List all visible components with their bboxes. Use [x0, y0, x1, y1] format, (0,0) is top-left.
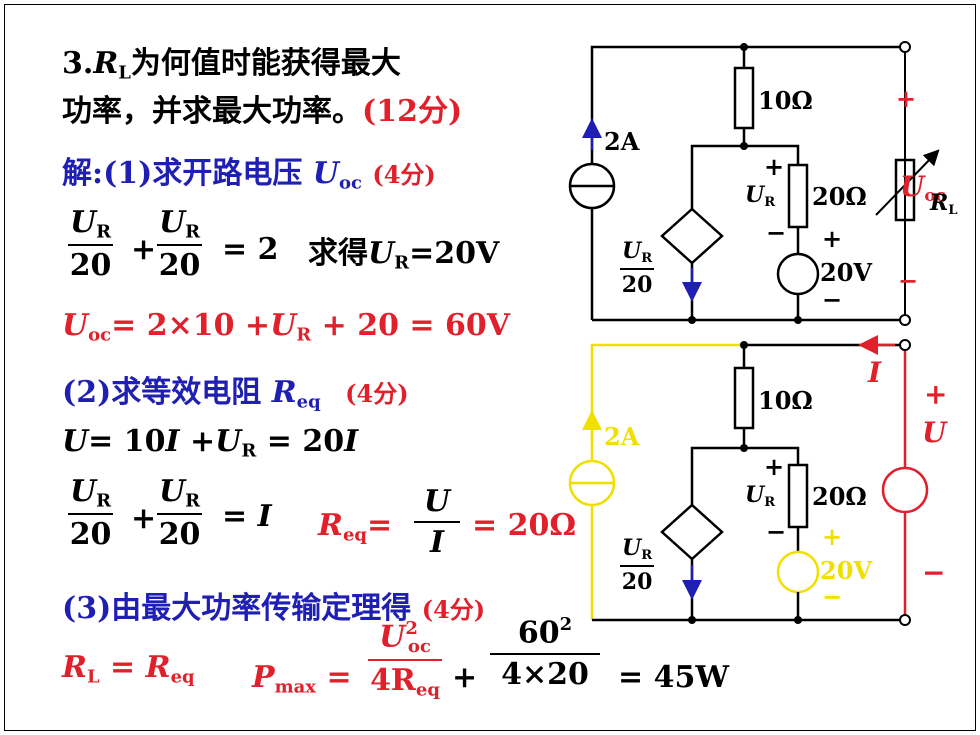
req-result: = 20Ω — [472, 508, 577, 543]
pmax-label: Pmax = — [252, 660, 352, 698]
equals-sign-3: + — [452, 660, 478, 695]
c2-resistor-20 — [787, 463, 809, 529]
step2-heading: (2)求等效电阻 Req (4分) — [62, 375, 409, 413]
c1-vs-label: 20V — [820, 258, 873, 287]
uoc-equation: Uoc= 2×10 +UR + 20 = 60V — [62, 308, 511, 346]
c2-voltage-source-off — [776, 550, 820, 594]
c2-vs-minus: − — [822, 582, 843, 611]
c2-ur-label: UR — [745, 482, 776, 510]
problem-points: (12分) — [362, 94, 463, 129]
ur-result: 求得UR=20V — [308, 236, 500, 274]
c2-current-label: 2A — [604, 422, 640, 451]
step1-heading: 解:(1)求开路电压 Uoc (4分) — [62, 156, 436, 194]
c2-u-minus: − — [922, 556, 946, 589]
c1-ur-minus: − — [766, 218, 787, 247]
circuit-2 — [568, 343, 929, 622]
step1-points: (4分) — [372, 160, 436, 189]
c1-vs-plus: + — [822, 224, 843, 253]
c2-u-label: U — [922, 416, 947, 449]
c1-r1-label: 10Ω — [758, 86, 813, 115]
c2-vs-plus: + — [822, 522, 843, 551]
c1-resistor-10 — [733, 66, 755, 130]
pmax-result: = 45W — [618, 660, 730, 695]
c1-rl-label: RL — [930, 190, 958, 218]
rl-equals-req: RL = Req — [62, 650, 195, 688]
c2-ur-minus: − — [766, 517, 787, 546]
step3-points: (4分) — [421, 595, 486, 624]
c2-u-plus: + — [924, 378, 948, 411]
c1-load-resistor — [894, 158, 916, 222]
c1-uoc-minus: − — [898, 266, 919, 295]
problem-title-line2: 功率，并求最大功率。(12分) — [62, 94, 463, 129]
slide-frame — [4, 4, 976, 731]
c1-variable-arrow — [875, 149, 940, 216]
c1-r2-label: 20Ω — [812, 182, 867, 211]
fraction-60sq-4x20: 602 4×20 — [490, 614, 600, 692]
c1-dependent-source — [660, 207, 724, 265]
c1-uoc-label: Uoc — [900, 170, 946, 206]
step2-points: (4分) — [345, 379, 409, 408]
c2-ur-plus: + — [764, 452, 785, 481]
fraction-u-over-i: U I — [414, 484, 460, 560]
c2-vs-label: 20V — [820, 556, 873, 585]
u-equation: U= 10I +UR = 20I — [62, 424, 359, 462]
c2-test-source — [881, 466, 929, 514]
c1-current-label: 2A — [604, 127, 640, 156]
c2-resistor-10 — [733, 366, 755, 430]
req-label: Req= — [318, 508, 393, 546]
c2-dep-label: UR 20 — [620, 535, 655, 595]
plus-sign: + — [131, 232, 157, 267]
c1-top-wire — [590, 45, 905, 320]
fraction-ur-20-b: UR 20 — [157, 205, 203, 284]
problem-title-line1: 3.RL为何值时能获得最大 — [62, 46, 401, 84]
fraction-uoc2-4req: U2oc 4Req — [368, 618, 442, 700]
step3-heading: (3)由最大功率传输定理得 (4分) — [62, 591, 486, 626]
fraction-ur-20-d: UR 20 — [157, 474, 203, 553]
fraction-ur-20-a: UR 20 — [68, 205, 114, 284]
c2-r2-label: 20Ω — [812, 482, 867, 511]
c1-resistor-20 — [787, 163, 809, 229]
c1-vs-minus: − — [822, 285, 843, 314]
c1-voltage-source — [776, 252, 820, 296]
fraction-ur-20-c: UR 20 — [68, 474, 114, 553]
c1-ur-label: UR — [745, 182, 776, 210]
c1-dep-label: UR 20 — [620, 238, 655, 298]
c2-r1-label: 10Ω — [758, 386, 813, 415]
plus-sign-2: + — [131, 501, 157, 536]
c1-uoc-plus: + — [896, 84, 917, 113]
c1-ur-plus: + — [764, 152, 785, 181]
equals-i: = I — [222, 499, 272, 534]
c2-i-label: I — [868, 356, 882, 389]
equals-two: = 2 — [222, 232, 279, 267]
c2-dependent-source — [660, 503, 724, 561]
